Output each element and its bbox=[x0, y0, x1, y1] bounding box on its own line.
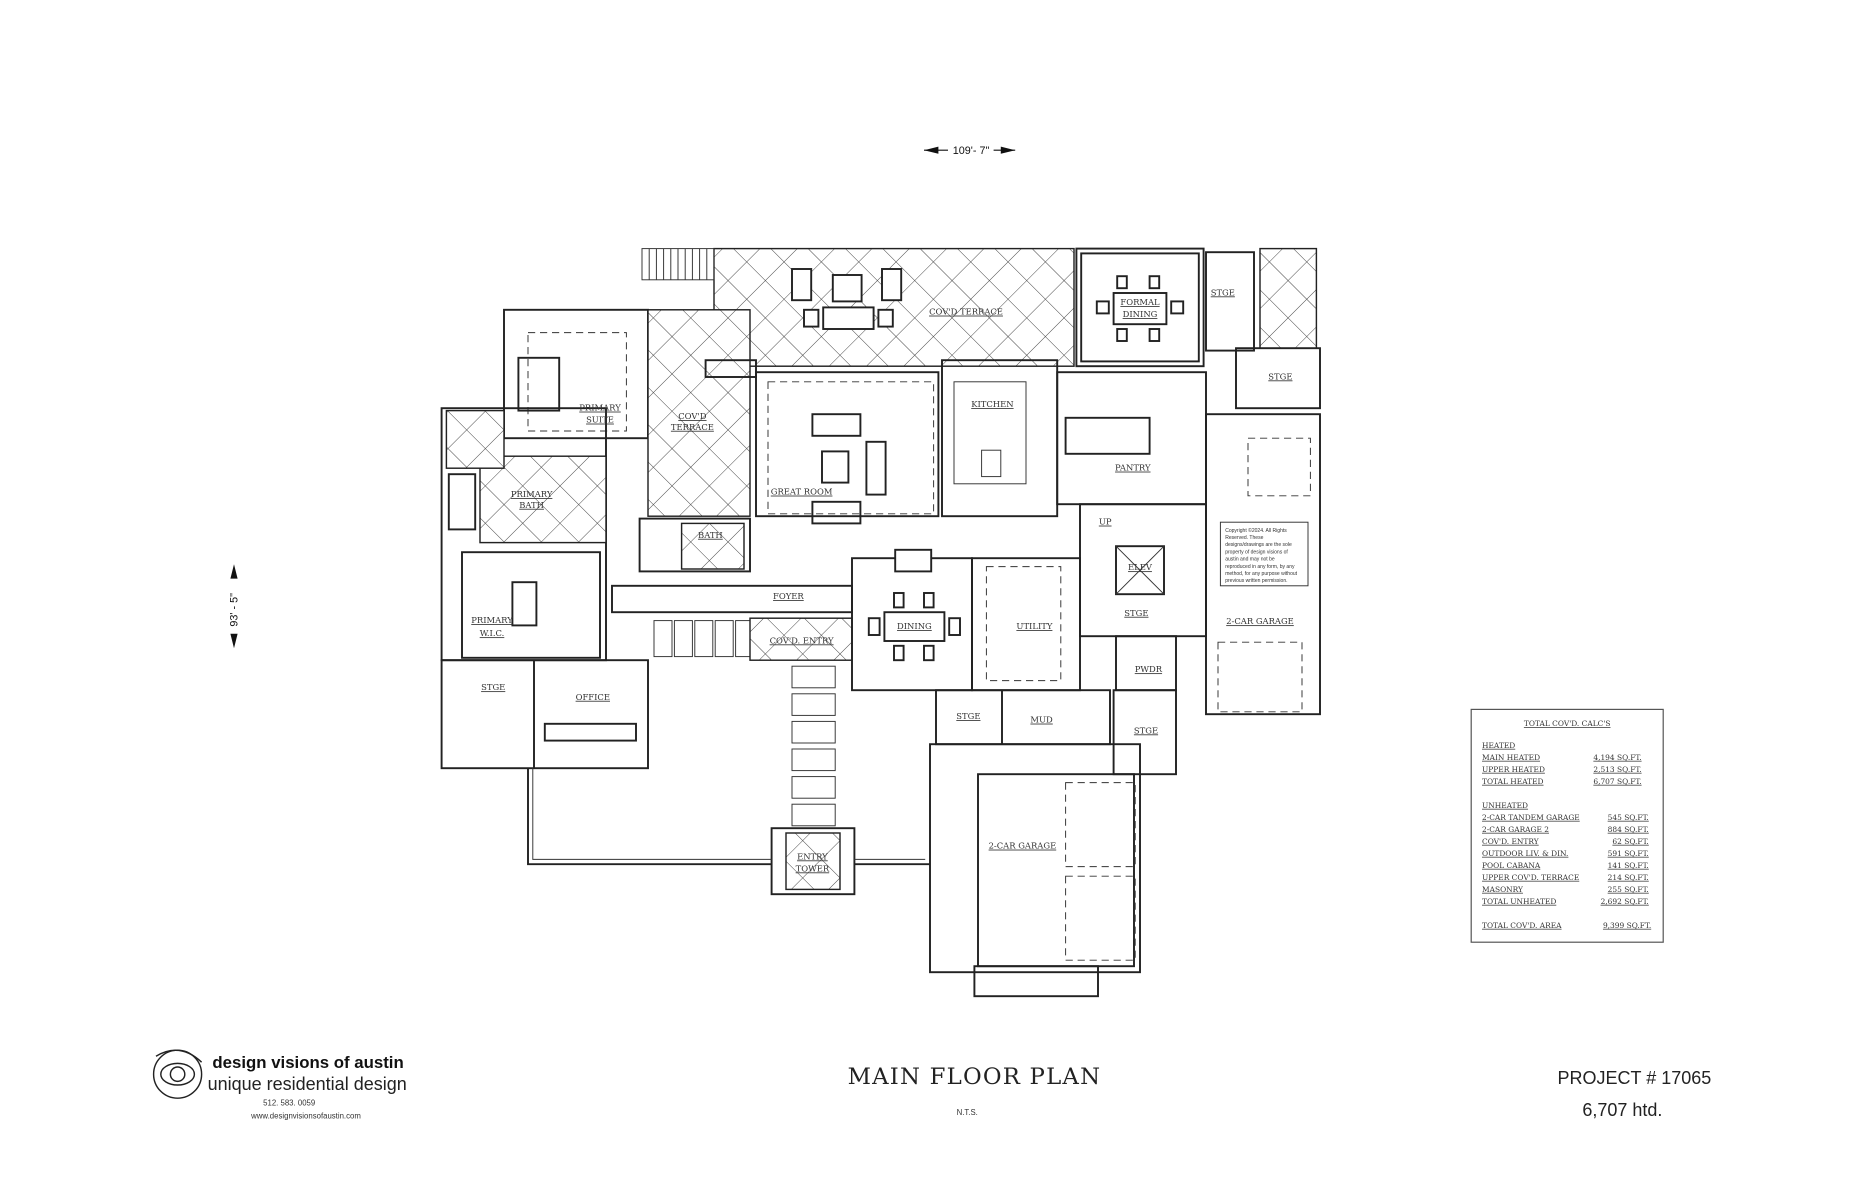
svg-text:2,513 SQ.FT.: 2,513 SQ.FT. bbox=[1593, 765, 1641, 774]
label-primary-bath-2: BATH bbox=[519, 500, 544, 510]
svg-text:109'- 7": 109'- 7" bbox=[953, 145, 990, 157]
label-covd-entry: COV'D. ENTRY bbox=[770, 635, 834, 645]
svg-text:austin and may not be: austin and may not be bbox=[1225, 557, 1275, 563]
svg-text:884 SQ.FT.: 884 SQ.FT. bbox=[1608, 825, 1649, 834]
project-number: PROJECT # 17065 bbox=[1558, 1068, 1712, 1088]
svg-text:POOL CABANA: POOL CABANA bbox=[1482, 861, 1541, 870]
area-calcs-table: TOTAL COV'D. CALC'S HEATED MAIN HEATED 4,… bbox=[1470, 708, 1664, 943]
svg-text:Reserved. These: Reserved. These bbox=[1225, 535, 1263, 541]
label-bath: BATH bbox=[698, 530, 723, 540]
svg-text:591 SQ.FT.: 591 SQ.FT. bbox=[1608, 849, 1649, 858]
svg-text:unique residential design: unique residential design bbox=[208, 1074, 407, 1094]
svg-text:TOTAL UNHEATED: TOTAL UNHEATED bbox=[1482, 897, 1556, 906]
label-kitchen: KITCHEN bbox=[971, 399, 1013, 409]
svg-text:reproduced in any form, by any: reproduced in any form, by any bbox=[1225, 564, 1295, 570]
svg-text:OUTDOOR LIV. & DIN.: OUTDOOR LIV. & DIN. bbox=[1482, 849, 1568, 858]
svg-text:62 SQ.FT.: 62 SQ.FT. bbox=[1612, 837, 1648, 846]
label-powder: PWDR bbox=[1135, 664, 1163, 674]
floor-plan: Copyright ©2024. All Rights Reserved. Th… bbox=[440, 247, 1321, 998]
label-covd-terrace-left-2: TERRACE bbox=[671, 422, 714, 432]
svg-text:method, for any purpose withou: method, for any purpose without bbox=[1225, 571, 1297, 577]
label-formal-dining: FORMAL bbox=[1120, 297, 1160, 307]
svg-text:255 SQ.FT.: 255 SQ.FT. bbox=[1608, 885, 1649, 894]
svg-text:4,194 SQ.FT.: 4,194 SQ.FT. bbox=[1593, 753, 1641, 762]
label-foyer: FOYER bbox=[773, 591, 804, 601]
svg-text:214 SQ.FT.: 214 SQ.FT. bbox=[1608, 873, 1649, 882]
svg-text:design visions of austin: design visions of austin bbox=[212, 1053, 403, 1072]
svg-text:512. 583. 0059: 512. 583. 0059 bbox=[263, 1098, 315, 1107]
label-pantry: PANTRY bbox=[1115, 463, 1151, 473]
svg-text:UPPER HEATED: UPPER HEATED bbox=[1482, 765, 1545, 774]
svg-text:TOTAL HEATED: TOTAL HEATED bbox=[1482, 777, 1544, 786]
svg-text:545 SQ.FT.: 545 SQ.FT. bbox=[1608, 813, 1649, 822]
entry-steps bbox=[653, 620, 751, 658]
label-primary-suite-2: SUITE bbox=[586, 415, 614, 425]
heated-area: 6,707 htd. bbox=[1582, 1100, 1662, 1120]
label-2-car-garage-bottom: 2-CAR GARAGE bbox=[989, 841, 1057, 851]
label-entry-tower-2: TOWER bbox=[796, 863, 830, 873]
formal-dining-table bbox=[1095, 275, 1185, 342]
label-primary-suite: PRIMARY bbox=[579, 403, 621, 413]
sheet-title: MAIN FLOOR PLAN bbox=[848, 1064, 1102, 1090]
label-dining: DINING bbox=[897, 621, 932, 631]
label-stge: STGE bbox=[481, 682, 505, 692]
label-covd-terrace: COV'D TERRACE bbox=[929, 307, 1003, 317]
label-primary-bath: PRIMARY bbox=[511, 489, 553, 499]
svg-text:TOTAL COV'D. CALC'S: TOTAL COV'D. CALC'S bbox=[1524, 719, 1611, 728]
label-stge: STGE bbox=[1134, 725, 1158, 735]
depth-dimension: 93' - 5" bbox=[229, 564, 241, 649]
width-dimension: 109'- 7" bbox=[924, 145, 1016, 157]
svg-text:93' - 5": 93' - 5" bbox=[229, 593, 241, 627]
svg-text:www.designvisionsofaustin.com: www.designvisionsofaustin.com bbox=[250, 1112, 361, 1121]
label-primary-wic: PRIMARY bbox=[471, 615, 513, 625]
label-utility: UTILITY bbox=[1016, 621, 1052, 631]
svg-text:UNHEATED: UNHEATED bbox=[1482, 801, 1528, 810]
label-elev: ELEV bbox=[1128, 562, 1153, 572]
label-primary-wic-2: W.I.C. bbox=[480, 628, 505, 638]
label-covd-terrace-left: COV'D bbox=[678, 411, 707, 421]
svg-text:2-CAR GARAGE 2: 2-CAR GARAGE 2 bbox=[1482, 825, 1549, 834]
svg-text:2,692 SQ.FT.: 2,692 SQ.FT. bbox=[1601, 897, 1649, 906]
label-stge: STGE bbox=[1268, 371, 1292, 381]
svg-text:designs/drawings are the sole: designs/drawings are the sole bbox=[1225, 542, 1292, 548]
label-great-room: GREAT ROOM bbox=[771, 487, 833, 497]
scale-note: N.T.S. bbox=[957, 1108, 978, 1117]
svg-text:141 SQ.FT.: 141 SQ.FT. bbox=[1608, 861, 1649, 870]
label-stge: STGE bbox=[1211, 287, 1235, 297]
label-2-car-garage: 2-CAR GARAGE bbox=[1226, 616, 1294, 626]
svg-text:MASONRY: MASONRY bbox=[1482, 885, 1523, 894]
svg-text:previous written permission.: previous written permission. bbox=[1225, 578, 1287, 584]
svg-text:2-CAR TANDEM GARAGE: 2-CAR TANDEM GARAGE bbox=[1482, 813, 1580, 822]
dining-table bbox=[867, 548, 961, 662]
svg-text:6,707 SQ.FT.: 6,707 SQ.FT. bbox=[1593, 777, 1641, 786]
great-room-furniture bbox=[811, 413, 887, 525]
exterior-stairs bbox=[641, 248, 715, 281]
covd-terrace-top bbox=[713, 247, 1075, 367]
svg-text:TOTAL COV'D. AREA: TOTAL COV'D. AREA bbox=[1482, 921, 1562, 930]
company-logo: design visions of austin unique resident… bbox=[152, 1049, 407, 1121]
label-stge: STGE bbox=[1124, 608, 1148, 618]
label-office: OFFICE bbox=[576, 692, 610, 702]
eye-logo-icon bbox=[152, 1049, 203, 1099]
label-entry-tower: ENTRY bbox=[797, 851, 828, 861]
label-mud: MUD bbox=[1030, 715, 1053, 725]
svg-text:property of design visions of: property of design visions of bbox=[1225, 549, 1288, 555]
svg-text:COV'D. ENTRY: COV'D. ENTRY bbox=[1482, 837, 1539, 846]
svg-text:MAIN HEATED: MAIN HEATED bbox=[1482, 753, 1540, 762]
svg-text:Copyright ©2024. All Rights: Copyright ©2024. All Rights bbox=[1225, 527, 1287, 534]
svg-text:UPPER COV'D. TERRACE: UPPER COV'D. TERRACE bbox=[1482, 873, 1579, 882]
svg-text:HEATED: HEATED bbox=[1482, 741, 1515, 750]
label-formal-dining-2: DINING bbox=[1123, 309, 1158, 319]
outdoor-furniture bbox=[791, 268, 903, 330]
label-stge: STGE bbox=[956, 711, 980, 721]
label-up: UP bbox=[1099, 517, 1112, 527]
room-labels: COV'D TERRACE FORMAL DINING STGE STGE PR… bbox=[471, 287, 1294, 873]
svg-text:9,399 SQ.FT.: 9,399 SQ.FT. bbox=[1603, 921, 1651, 930]
copyright-notice: Copyright ©2024. All Rights Reserved. Th… bbox=[1219, 521, 1309, 587]
entry-walk bbox=[791, 665, 836, 827]
